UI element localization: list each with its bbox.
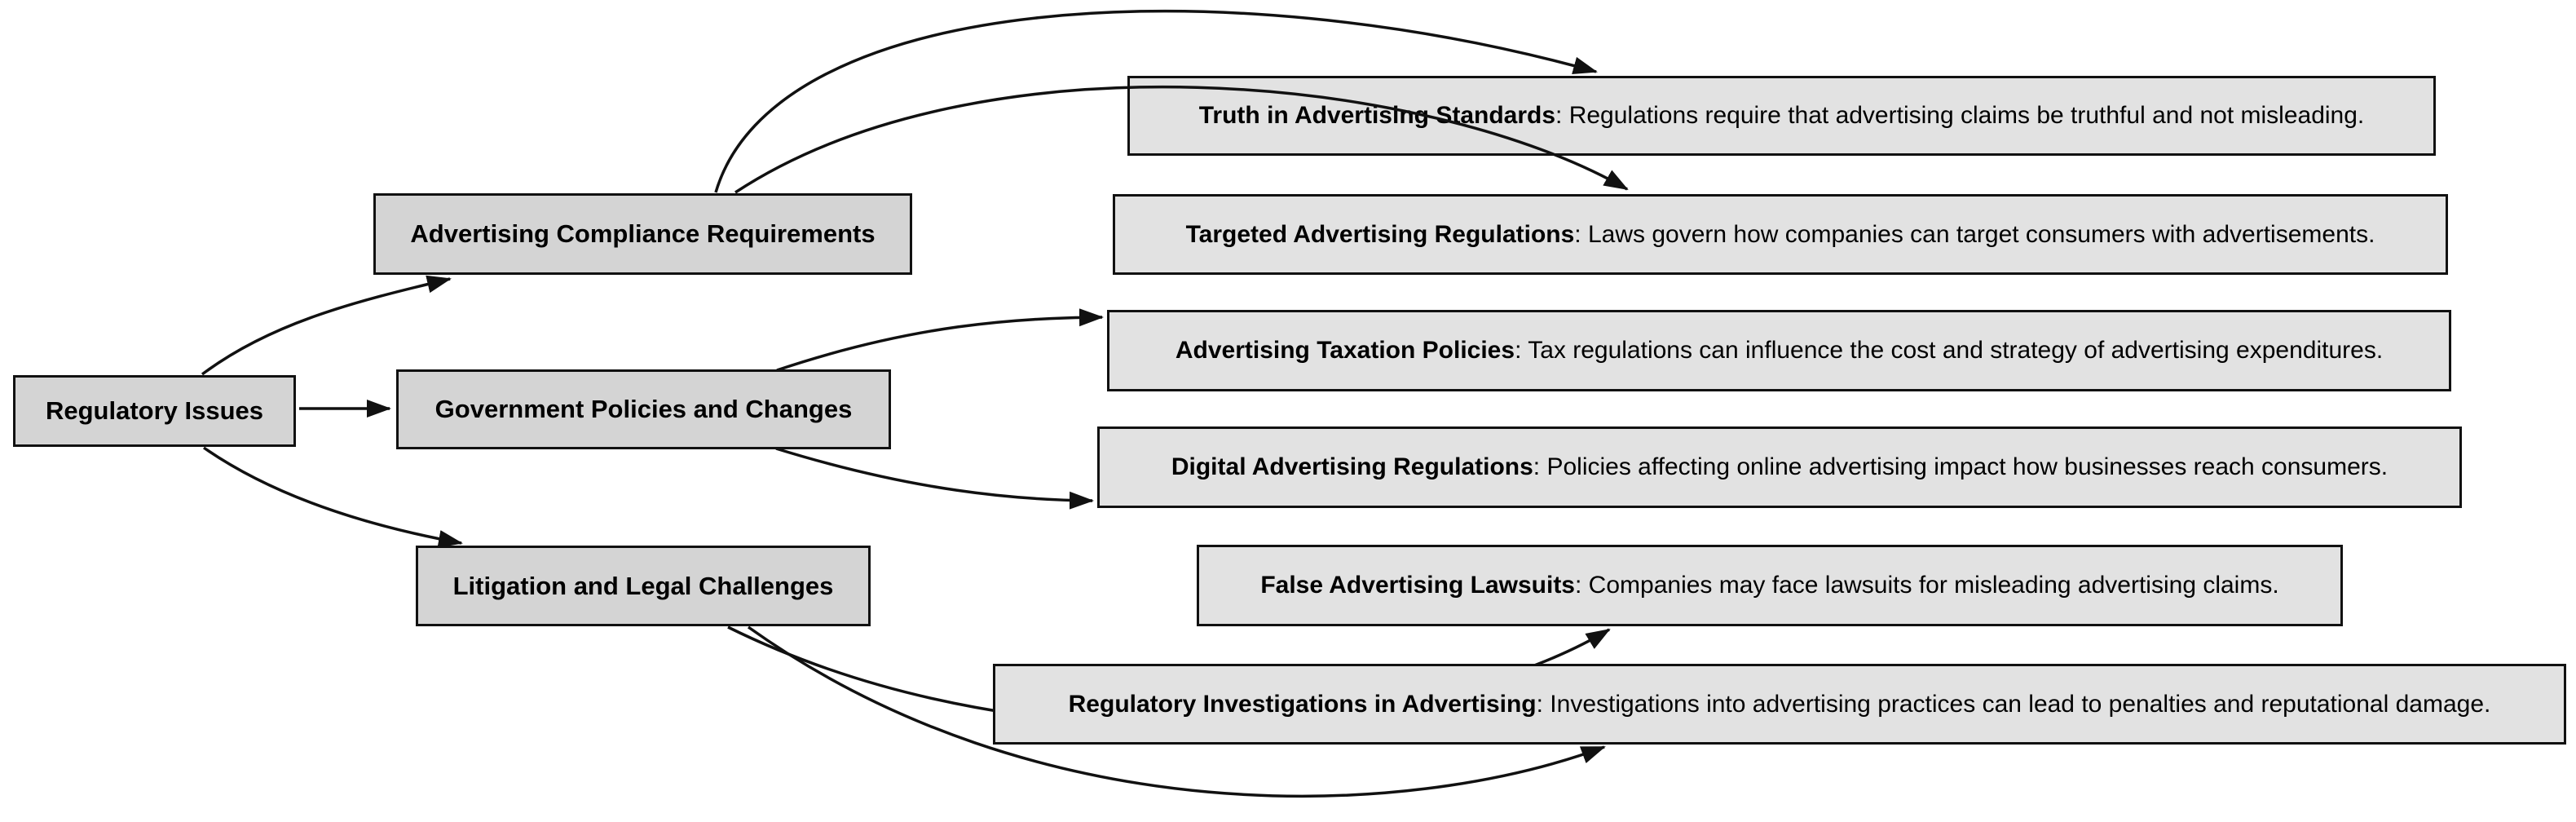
leaf-term: Advertising Taxation Policies — [1175, 337, 1515, 364]
leaf-regulatory-investigations-in-advertising: Regulatory Investigations in Advertising… — [993, 664, 2566, 745]
leaf-desc: : Tax regulations can influence the cost… — [1515, 337, 2384, 364]
node-regulatory-issues: Regulatory Issues — [13, 375, 296, 447]
leaf-term: False Advertising Lawsuits — [1260, 572, 1575, 599]
leaf-advertising-taxation-policies: Advertising Taxation Policies: Tax regul… — [1107, 310, 2451, 391]
node-litigation-and-legal-challenges: Litigation and Legal Challenges — [416, 546, 871, 626]
edge-government-to-taxation-policies — [776, 308, 1104, 372]
leaf-term: Targeted Advertising Regulations — [1185, 220, 1575, 248]
leaf-desc: : Policies affecting online advertising … — [1533, 453, 2389, 480]
node-label: Litigation and Legal Challenges — [452, 571, 834, 600]
leaf-digital-advertising-regulations: Digital Advertising Regulations: Policie… — [1097, 426, 2462, 508]
edge-root-to-compliance — [201, 275, 452, 376]
leaf-false-advertising-lawsuits: False Advertising Lawsuits: Companies ma… — [1197, 545, 2343, 626]
leaf-targeted-advertising-regulations: Targeted Advertising Regulations: Laws g… — [1113, 194, 2448, 275]
leaf-truth-in-advertising-standards: Truth in Advertising Standards: Regulati… — [1127, 76, 2436, 156]
leaf-term: Regulatory Investigations in Advertising — [1068, 690, 1537, 718]
leaf-desc: : Regulations require that advertising c… — [1555, 102, 2365, 129]
leaf-term: Digital Advertising Regulations — [1171, 453, 1533, 480]
leaf-desc: : Investigations into advertising practi… — [1536, 690, 2491, 718]
edge-root-to-litigation — [203, 446, 463, 548]
node-government-policies-and-changes: Government Policies and Changes — [396, 369, 891, 449]
node-label: Government Policies and Changes — [434, 395, 853, 423]
node-advertising-compliance-requirements: Advertising Compliance Requirements — [373, 193, 912, 275]
node-label: Regulatory Issues — [45, 396, 264, 425]
leaf-term: Truth in Advertising Standards — [1198, 102, 1556, 129]
leaf-desc: : Laws govern how companies can target c… — [1574, 220, 2375, 248]
node-label: Advertising Compliance Requirements — [410, 219, 876, 248]
leaf-desc: : Companies may face lawsuits for mislea… — [1575, 572, 2279, 599]
edge-government-to-digital-regulations — [775, 447, 1094, 510]
